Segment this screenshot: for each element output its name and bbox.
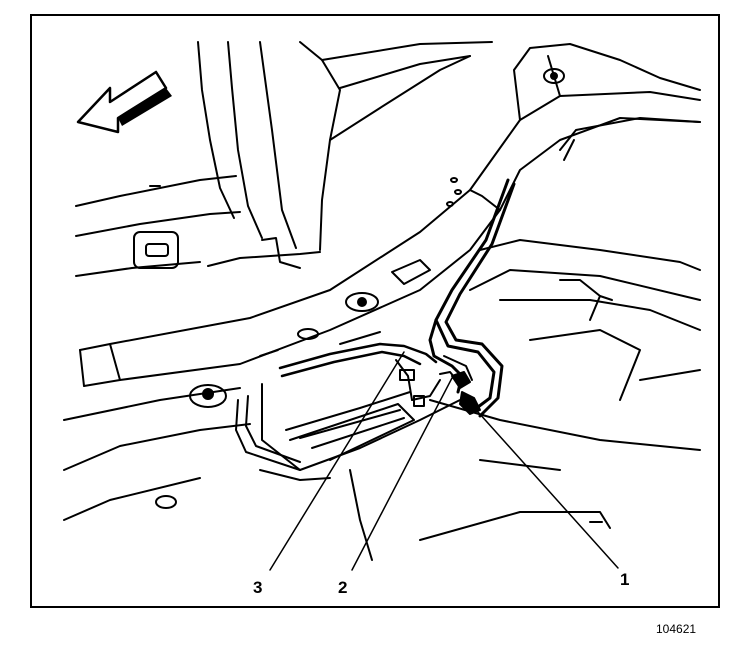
callout-2-leader [351, 377, 453, 571]
callout-3-leader [269, 351, 405, 571]
frame-rail [79, 91, 701, 351]
callout-3: 3 [253, 578, 263, 597]
forward-direction-arrow-icon [76, 70, 168, 134]
callout-1: 1 [620, 570, 630, 589]
brake-line-1 [434, 178, 510, 412]
callout-1-leader [477, 411, 619, 569]
callout-2: 2 [338, 578, 348, 597]
figure-id: 104621 [656, 622, 697, 636]
